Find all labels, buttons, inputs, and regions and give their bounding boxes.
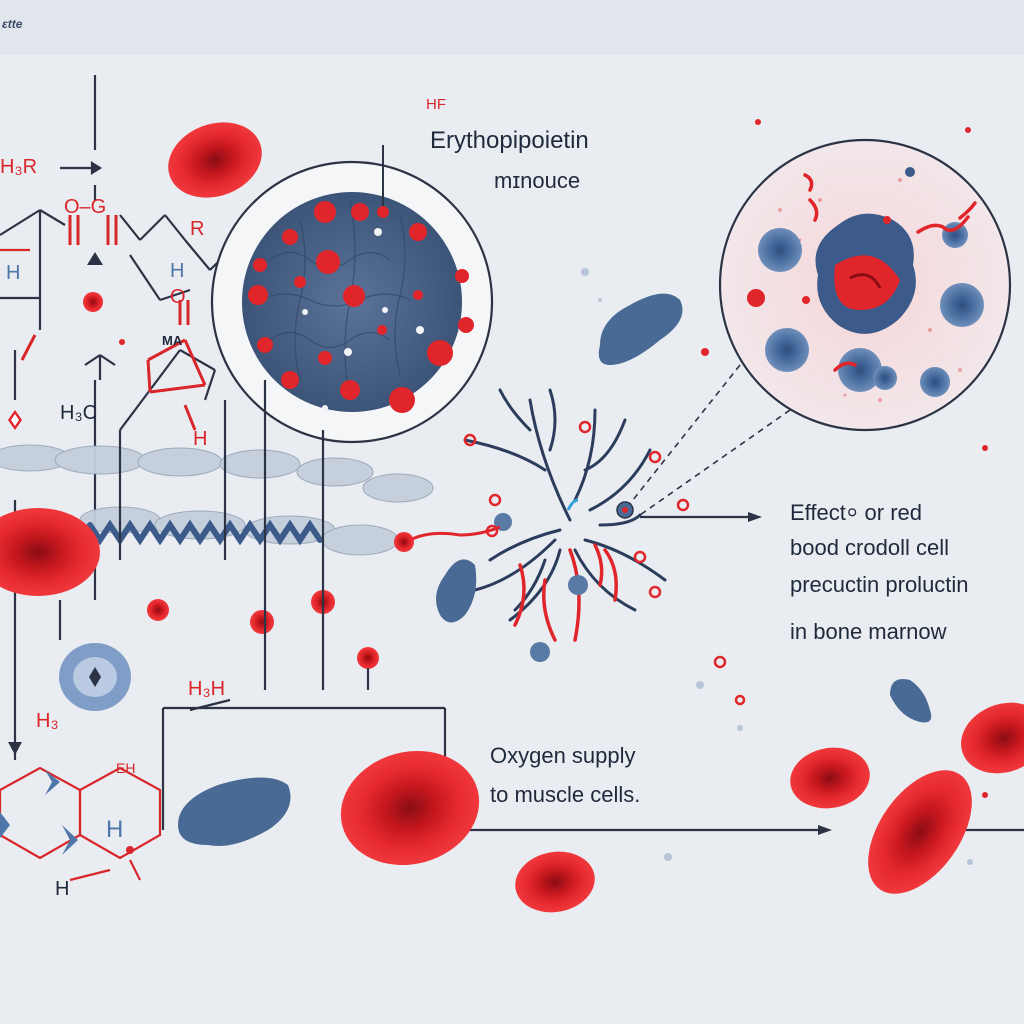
protein-band xyxy=(0,444,434,556)
blue-cell-blob-1 xyxy=(598,293,683,365)
effect-line-3: precuctin proluctin xyxy=(790,572,969,597)
red-capillaries xyxy=(513,543,618,642)
red-sparkles xyxy=(119,119,988,798)
red-bonds xyxy=(20,215,207,431)
blue-donut xyxy=(59,643,131,711)
chem-h3c: H₃C xyxy=(60,402,98,424)
corner-label: ɛtte xyxy=(2,17,23,31)
precursor-magnifier xyxy=(718,138,1012,432)
red-fibers xyxy=(803,173,977,372)
chem-h3r: H₃R xyxy=(0,156,38,178)
chem-r: R xyxy=(190,218,205,240)
hf-label: HF xyxy=(426,96,446,113)
effect-line-4: in bone marnow xyxy=(790,619,947,644)
chem-o-mid: O xyxy=(170,286,186,308)
rbc-bottom-small xyxy=(515,851,595,913)
arrow-down-left xyxy=(8,742,22,755)
rbc-right-1 xyxy=(790,747,870,809)
mid-red-dots xyxy=(147,590,379,669)
red-rings xyxy=(463,420,746,706)
chem-h-red: H xyxy=(193,428,208,450)
blue-cell-blob-3 xyxy=(178,777,291,846)
marrow-magnifier xyxy=(210,145,494,444)
rbc-left xyxy=(0,508,100,596)
top-band xyxy=(0,0,1024,55)
marrow-red-dots xyxy=(248,201,474,413)
chem-h-left: H xyxy=(6,262,21,284)
oxygen-line-1: Oxygen supply xyxy=(490,743,636,768)
blue-arrow-1 xyxy=(45,770,60,795)
blue-arrow-3 xyxy=(62,825,78,855)
scatter-marks xyxy=(581,268,973,865)
zoom-lines xyxy=(624,364,791,516)
arrow-effect xyxy=(748,512,762,522)
rbc-bottom-center xyxy=(340,750,480,866)
effect-line-2: bood crodoll cell xyxy=(790,535,949,560)
chem-hj: H₃ xyxy=(36,710,59,732)
hexagon-ring xyxy=(0,766,162,882)
chem-h-mid: H xyxy=(170,260,185,282)
chem-h-hex: H xyxy=(106,816,124,843)
blue-chain xyxy=(87,519,323,546)
epo-title: Erythopipoietin xyxy=(430,127,589,154)
arrow-up-marker xyxy=(87,252,103,265)
blue-precursor-cells xyxy=(758,167,984,397)
arrow-oxygen xyxy=(818,825,832,835)
blue-cell-blob-2 xyxy=(890,679,932,723)
red-atom xyxy=(83,292,103,312)
oxygen-line-2: to muscle cells. xyxy=(490,782,641,807)
rbc-top xyxy=(168,122,262,198)
rbc-right-3 xyxy=(961,702,1024,774)
chem-ovg: O–G xyxy=(64,196,107,218)
chem-eh: EH xyxy=(116,760,136,776)
blue-arrow-2 xyxy=(0,812,10,838)
rbc-right-2 xyxy=(868,770,972,894)
chem-hjh: H₃H xyxy=(188,678,226,700)
effect-line-1: Effect⸰ or red xyxy=(790,500,923,525)
chem-h-bottom: H xyxy=(55,878,70,900)
chain-red-node xyxy=(394,532,414,552)
chem-m-ring: MA xyxy=(162,333,183,348)
epo-subtitle: mɪnouce xyxy=(494,168,581,193)
